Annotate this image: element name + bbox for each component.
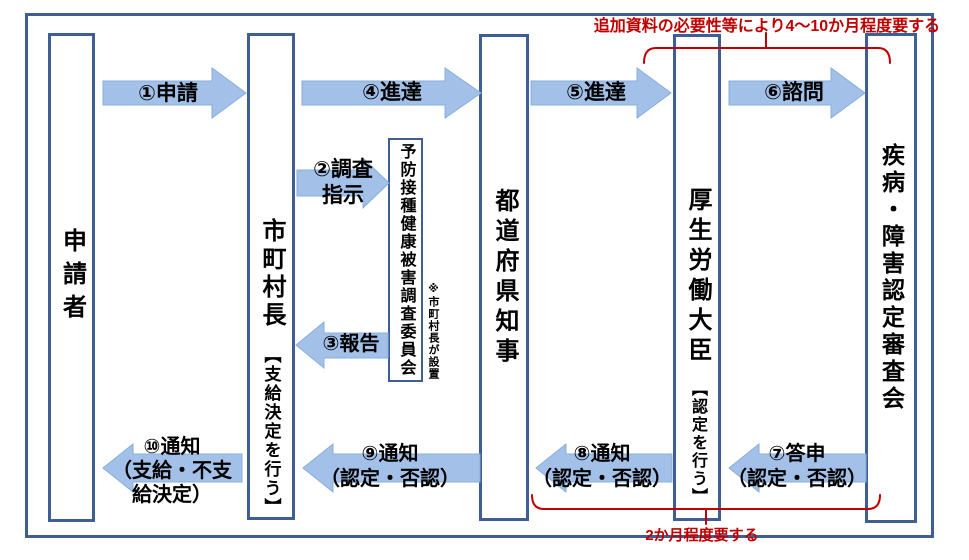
- entity-box-mayor: 市町村長 【支給決定を行う】: [247, 33, 295, 520]
- entity-label-governor: 都道府県知事: [491, 187, 518, 368]
- entity-label-mayor: 市町村長: [258, 218, 285, 330]
- entity-label-minister: 厚生労働大臣: [684, 187, 711, 367]
- bottom-duration-note: 2か月程度要する: [645, 527, 759, 544]
- arrow-5-label: ⑤進達: [566, 81, 626, 104]
- arrow-7-label: ⑦答申 （認定・否認）: [727, 443, 867, 490]
- arrow-1-label: ①申請: [138, 82, 198, 105]
- outer-frame: [25, 13, 934, 538]
- entity-box-minister: 厚生労働大臣 【認定を行う】: [673, 34, 721, 521]
- entity-sublabel-mayor: 【支給決定を行う】: [261, 346, 281, 517]
- arrow-6-label: ⑥諮問: [764, 81, 824, 104]
- arrow-4-label: ④進達: [362, 81, 422, 104]
- entity-box-investigation-committee: 予防接種健康被害調査委員会: [388, 138, 423, 382]
- entity-label-investigation-committee: 予防接種健康被害調査委員会: [397, 143, 415, 377]
- entity-box-certification-council: 疾病・障害認定審査会: [865, 33, 917, 523]
- arrow-3-label: ③報告: [322, 333, 380, 355]
- top-duration-note: 追加資料の必要性等により4～10か月程度要する: [593, 18, 941, 35]
- arrow-2-label: ②調査 指示: [313, 158, 373, 207]
- entity-label-certification-council: 疾病・障害認定審査会: [878, 143, 905, 413]
- entity-label-applicant: 申請者: [58, 228, 86, 327]
- entity-box-applicant: 申請者: [48, 33, 95, 522]
- entity-sublabel-minister: 【認定を行う】: [689, 380, 706, 506]
- arrow-9-label: ⑨通知 （認定・否認）: [320, 443, 460, 490]
- committee-note: ※市町村長が設置: [427, 282, 439, 380]
- arrow-10-label: ⑩通知 （支給・不支 給決定）: [112, 436, 232, 506]
- arrow-8-label: ⑧通知 （認定・否認）: [532, 443, 672, 490]
- entity-box-governor: 都道府県知事: [479, 34, 529, 521]
